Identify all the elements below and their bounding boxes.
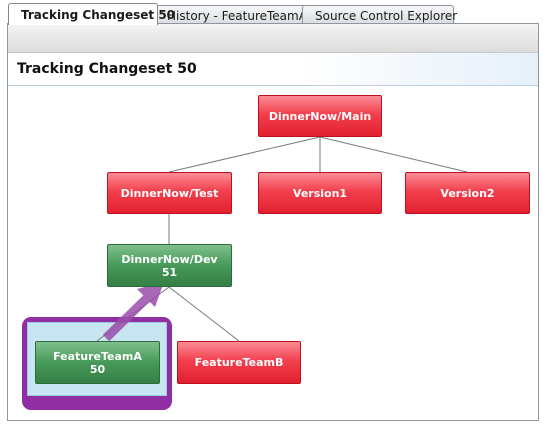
- branch-node-dev[interactable]: DinnerNow/Dev 51: [107, 244, 232, 287]
- branch-node-featureteamb[interactable]: FeatureTeamB: [177, 341, 301, 384]
- branch-node-version2[interactable]: Version2: [405, 172, 530, 214]
- branch-label: DinnerNow/Dev: [121, 252, 218, 266]
- branch-label: FeatureTeamB: [194, 356, 284, 369]
- tab-history-featureteama[interactable]: History - FeatureTeamA: [154, 5, 307, 24]
- changeset-number: 51: [161, 265, 178, 279]
- branch-label: FeatureTeamA: [53, 349, 142, 363]
- branch-label: DinnerNow/Test: [120, 186, 219, 200]
- branch-node-version1[interactable]: Version1: [258, 172, 382, 214]
- document-tab-strip: Tracking Changeset 50 History - FeatureT…: [0, 0, 546, 25]
- branch-label: Version2: [440, 186, 495, 200]
- page-title: Tracking Changeset 50: [8, 53, 538, 86]
- branch-node-main[interactable]: DinnerNow/Main: [258, 95, 382, 137]
- branch-label: Version1: [292, 186, 348, 200]
- branch-node-test[interactable]: DinnerNow/Test: [107, 172, 232, 214]
- branch-node-featureteama[interactable]: FeatureTeamA 50: [35, 341, 160, 384]
- branch-label: DinnerNow/Main: [268, 109, 372, 123]
- changeset-number: 50: [89, 362, 106, 376]
- tab-source-control-explorer[interactable]: Source Control Explorer: [302, 5, 457, 24]
- toolbar: [8, 24, 538, 53]
- tab-tracking-changeset[interactable]: Tracking Changeset 50: [8, 3, 175, 25]
